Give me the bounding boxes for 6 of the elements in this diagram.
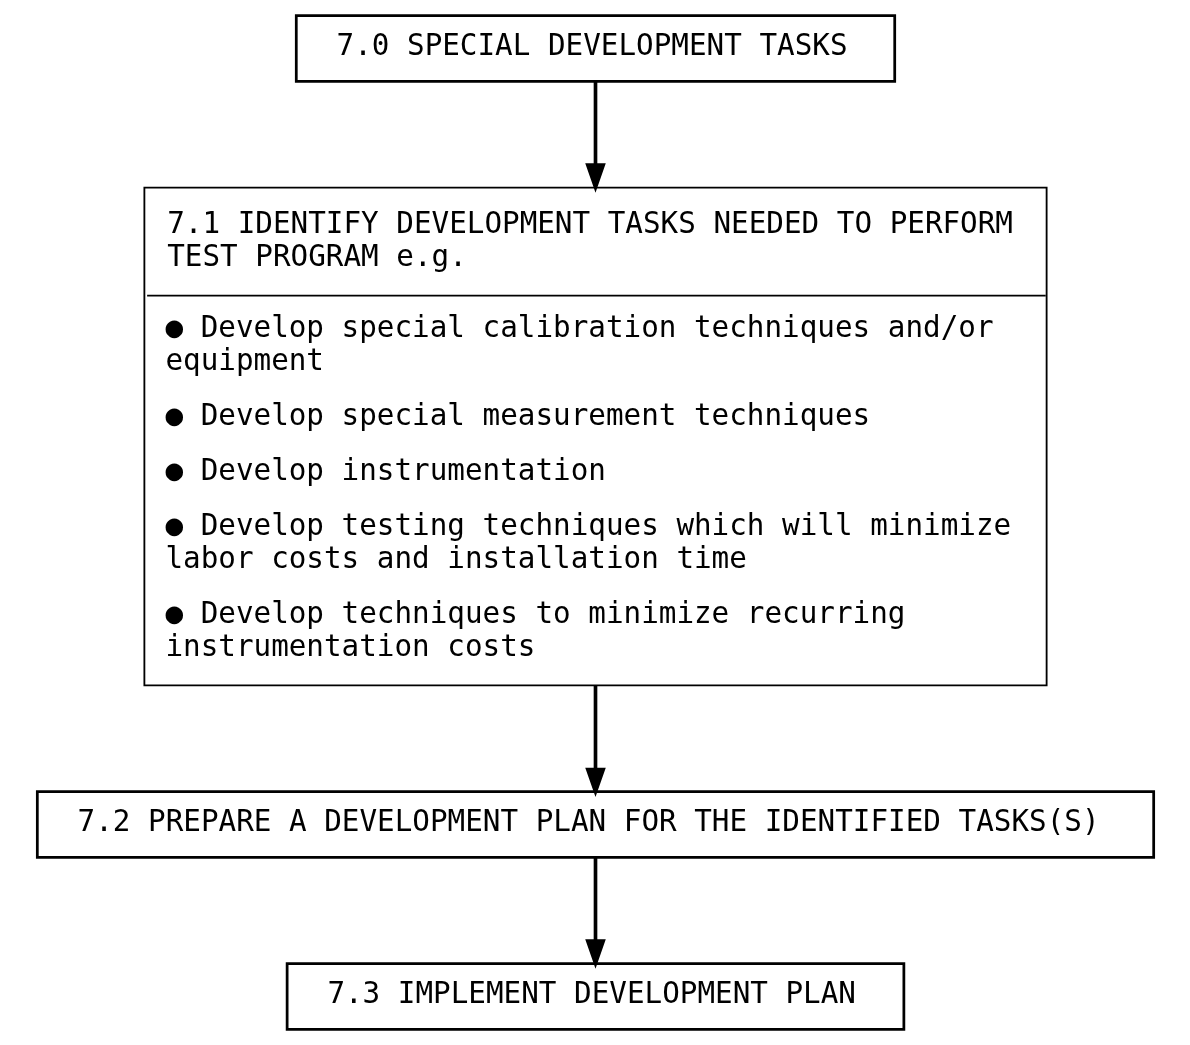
node-box: 7.0 SPECIAL DEVELOPMENT TASKS (294, 14, 896, 83)
arrow (584, 857, 606, 969)
arrow (584, 81, 606, 193)
node-box: 7.2 PREPARE A DEVELOPMENT PLAN FOR THE IDENTIFIED TASKS(S) (35, 790, 1155, 859)
arrow (584, 685, 606, 798)
node-box: 7.3 IMPLEMENT DEVELOPMENT PLAN (285, 962, 905, 1031)
